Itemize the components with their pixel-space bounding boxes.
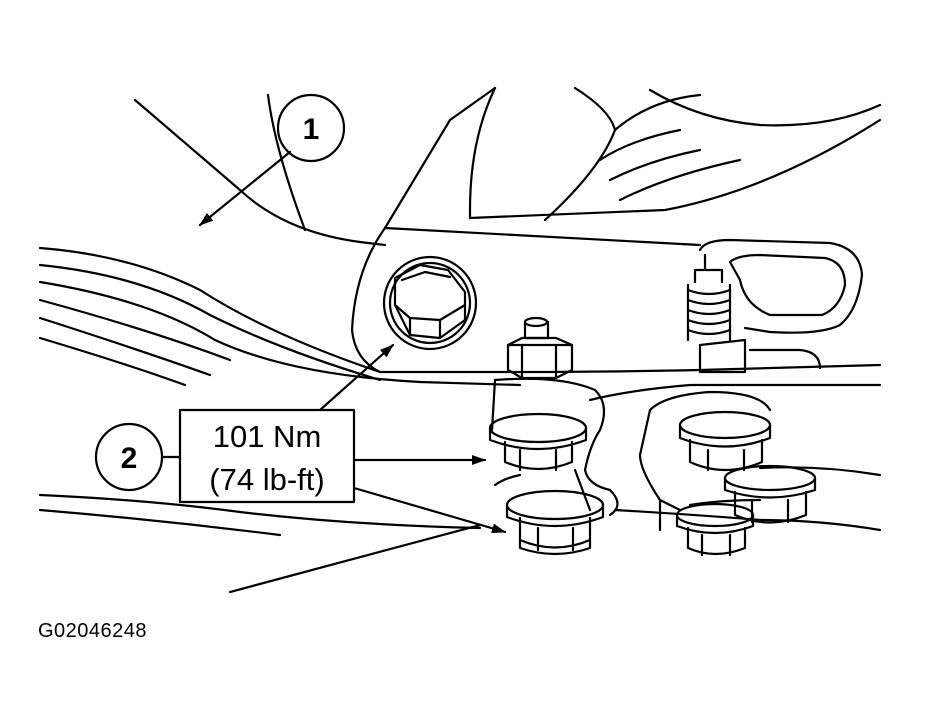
mount-bracket xyxy=(490,377,619,517)
bracket-plate xyxy=(350,226,702,374)
link-assembly xyxy=(686,238,864,374)
callout-2-label: 2 xyxy=(121,442,138,475)
right-bracket xyxy=(638,390,772,532)
callout-2-leader xyxy=(94,343,507,534)
figure-id-label: G02046248 xyxy=(38,620,148,642)
torque-imperial-label: (74 lb-ft) xyxy=(209,462,324,497)
torque-metric-label: 101 Nm xyxy=(213,419,322,454)
frame-body-outline xyxy=(133,86,882,247)
upper-bolt xyxy=(382,255,478,351)
control-arm-lines xyxy=(38,246,882,594)
lower-bolt-1 xyxy=(488,412,588,472)
right-bolt-upper xyxy=(678,410,772,472)
lower-bolt-2 xyxy=(505,489,605,556)
callout-1-leader xyxy=(198,93,346,227)
right-bolt-middle xyxy=(723,464,817,524)
stud-nut xyxy=(506,316,574,380)
right-bolt-lower xyxy=(675,502,755,557)
callout-1-label: 1 xyxy=(303,113,320,146)
